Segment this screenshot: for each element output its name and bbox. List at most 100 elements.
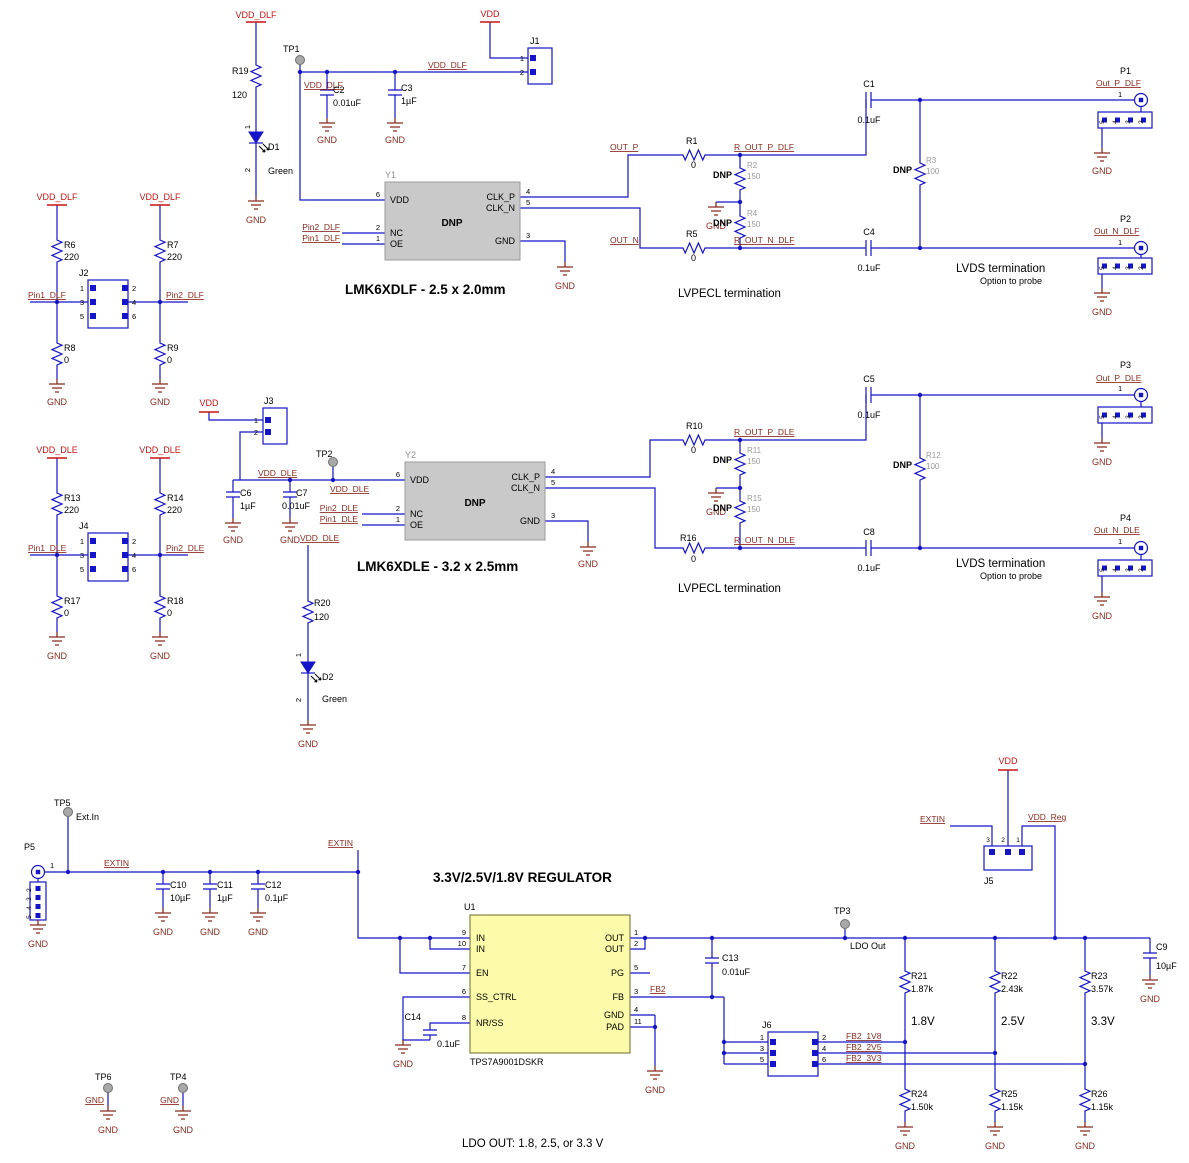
probe-header-P3[interactable] bbox=[1097, 406, 1153, 424]
common-c01-label: 0.1uF bbox=[857, 410, 881, 420]
common-nc-label: NC bbox=[410, 509, 423, 519]
testpoint-TP3[interactable] bbox=[840, 919, 850, 929]
common-n2-label: 2 bbox=[634, 939, 638, 948]
dle-r18-label: R18 bbox=[167, 596, 184, 606]
common-n4-label: 4 bbox=[526, 187, 530, 196]
common-n1-label: 1 bbox=[1118, 384, 1122, 393]
common-r0-label: 0 bbox=[64, 355, 69, 365]
common-r220-label: 220 bbox=[167, 252, 182, 262]
common-n3-label: 3 bbox=[986, 837, 990, 844]
connector-P5[interactable] bbox=[30, 864, 46, 880]
common-gnd-label: GND bbox=[280, 535, 301, 545]
common-vdd-label: VDD bbox=[390, 195, 410, 205]
regulator-U1[interactable] bbox=[469, 914, 631, 1054]
dlf-vdd_dlf-label: VDD_DLF bbox=[139, 192, 181, 202]
connector-J5[interactable] bbox=[983, 845, 1033, 871]
dlf-r19-label: R19 bbox=[232, 66, 249, 76]
reg-in-label: IN bbox=[476, 933, 485, 943]
common-dnp-label: DNP bbox=[713, 218, 732, 228]
common-n2-label: 2 bbox=[132, 284, 136, 293]
common-n4-label: 4 bbox=[1112, 266, 1119, 270]
common-c10u-label: 10µF bbox=[1156, 961, 1177, 971]
connector-P1[interactable] bbox=[1133, 92, 1149, 108]
dle-d2-label: D2 bbox=[322, 672, 334, 682]
connector-J1[interactable] bbox=[527, 47, 553, 85]
dle-r12-label: R12 bbox=[926, 451, 941, 460]
common-r0-label: 0 bbox=[64, 608, 69, 618]
probe-header-P1[interactable] bbox=[1097, 111, 1153, 129]
common-n1-label: 1 bbox=[243, 125, 252, 129]
reg-c9-label: C9 bbox=[1156, 942, 1168, 952]
common-r100-label: 100 bbox=[926, 167, 940, 176]
common-c1u-label: 1µF bbox=[240, 501, 256, 511]
common-n1-label: 1 bbox=[760, 1033, 764, 1042]
reg-p5-label: P5 bbox=[24, 842, 35, 852]
common-n1-label: 1 bbox=[1118, 537, 1122, 546]
reg-j5-label: J5 bbox=[984, 876, 994, 886]
common-r0-label: 0 bbox=[691, 554, 696, 564]
connector-J3[interactable] bbox=[262, 407, 288, 445]
common-r0-label: 0 bbox=[691, 253, 696, 263]
connector-J2[interactable] bbox=[87, 279, 129, 329]
reg-r26-label: R26 bbox=[1091, 1089, 1108, 1099]
dle-pin2-label: Pin2_DLE bbox=[166, 543, 205, 553]
common-n2-label: 2 bbox=[294, 698, 303, 702]
common-n1-label: 1 bbox=[396, 515, 400, 524]
dlf-c1-label: C1 bbox=[863, 79, 875, 89]
connector-J4[interactable] bbox=[87, 532, 129, 582]
common-dnp-label: DNP bbox=[464, 498, 485, 509]
common-clkp-label: CLK_P bbox=[486, 192, 515, 202]
oscillator-Y2[interactable] bbox=[404, 461, 546, 541]
common-dnp-label: DNP bbox=[713, 455, 732, 465]
common-gnd-label: GND bbox=[248, 927, 269, 937]
testpoint-TP5[interactable] bbox=[63, 807, 73, 817]
common-n3-label: 3 bbox=[760, 1044, 764, 1053]
connector-P3[interactable] bbox=[1133, 387, 1149, 403]
common-gnd-label: GND bbox=[520, 516, 541, 526]
common-n3-label: 3 bbox=[551, 511, 555, 520]
dlf-r6-label: R6 bbox=[64, 240, 76, 250]
common-gnd-label: GND bbox=[604, 1010, 625, 1020]
common-n3-label: 3 bbox=[1125, 120, 1132, 124]
probe-header-P2[interactable] bbox=[1097, 257, 1153, 275]
reg-r1_15k-label: 1.15k bbox=[1001, 1102, 1024, 1112]
common-n4-label: 4 bbox=[1112, 568, 1119, 572]
reg-v33-label: 3.3V bbox=[1091, 1016, 1115, 1028]
common-gnd-label: GND bbox=[706, 221, 727, 231]
probe-header-P4[interactable] bbox=[1097, 559, 1153, 577]
oscillator-Y1[interactable] bbox=[384, 181, 521, 261]
common-c1u-label: 1µF bbox=[401, 96, 417, 106]
connector-P4[interactable] bbox=[1133, 540, 1149, 556]
dlf-r2-label: R2 bbox=[747, 161, 758, 170]
common-n2-label: 2 bbox=[396, 504, 400, 513]
common-n5-label: 5 bbox=[26, 915, 33, 919]
dlf-c3-label: C3 bbox=[401, 83, 413, 93]
dlf-pin2-label: Pin2_DLF bbox=[302, 222, 340, 232]
dlf-r1-label: R1 bbox=[686, 136, 698, 146]
dle-vdd_dle-label: VDD_DLE bbox=[36, 445, 78, 455]
dlf-y1-label: Y1 bbox=[385, 170, 396, 180]
dle-tp2-label: TP2 bbox=[316, 449, 333, 459]
common-n2-label: 2 bbox=[1138, 415, 1145, 419]
testpoint-TP4[interactable] bbox=[178, 1083, 188, 1093]
common-nc-label: NC bbox=[390, 228, 403, 238]
testpoint-TP1[interactable] bbox=[295, 55, 305, 65]
connector-P2[interactable] bbox=[1133, 240, 1149, 256]
reg-out-label: OUT bbox=[605, 933, 625, 943]
common-gnd-label: GND bbox=[200, 927, 221, 937]
dlf-c2-label: C2 bbox=[333, 85, 345, 95]
dlf-pin1-label: Pin1_DLF bbox=[28, 290, 66, 300]
dle-vdd_dle-label: VDD_DLE bbox=[300, 533, 340, 543]
common-gnd-label: GND bbox=[578, 559, 599, 569]
common-n9-label: 9 bbox=[462, 928, 466, 937]
common-n4-label: 4 bbox=[551, 467, 555, 476]
testpoint-TP6[interactable] bbox=[103, 1083, 113, 1093]
common-c10u-label: 10µF bbox=[170, 893, 191, 903]
connector-J6[interactable] bbox=[767, 1031, 819, 1077]
common-c01-label: 0.1uF bbox=[437, 1039, 461, 1049]
common-n5-label: 5 bbox=[80, 312, 84, 321]
reg-tp4-label: TP4 bbox=[170, 1072, 187, 1082]
common-vdd-label: VDD bbox=[998, 756, 1018, 766]
reg-u1-label: U1 bbox=[464, 902, 476, 912]
dle-pin1-label: Pin1_DLE bbox=[28, 543, 67, 553]
